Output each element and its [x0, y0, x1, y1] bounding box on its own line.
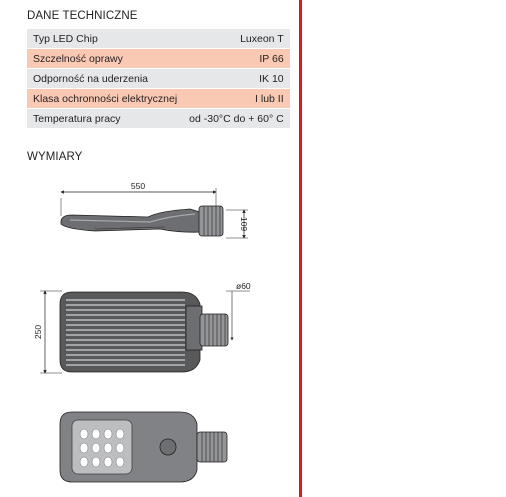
bottom-view-drawing — [59, 411, 228, 483]
width-label: 250 — [33, 325, 43, 339]
top-view-drawing: 250 ø60 — [33, 281, 251, 374]
spec-row: Typ LED Chip Luxeon T — [27, 29, 290, 49]
spec-label: Typ LED Chip — [27, 29, 184, 49]
spec-label: Klasa ochronności elektrycznej — [27, 88, 184, 109]
side-view-drawing: 550 109 — [60, 181, 249, 239]
diameter-label: ø60 — [236, 281, 251, 291]
spec-row: Szczelność oprawy IP 66 — [27, 48, 290, 69]
spec-row: Klasa ochronności elektrycznej I lub II — [27, 88, 290, 109]
spec-row: Odporność na uderzenia IK 10 — [27, 68, 290, 89]
spec-value: od -30°C do + 60° C — [183, 108, 290, 129]
spec-value: Luxeon T — [183, 29, 290, 49]
spec-label: Odporność na uderzenia — [27, 68, 184, 89]
red-divider-line — [299, 0, 302, 497]
section-heading-dimensions: WYMIARY — [27, 151, 83, 163]
spec-value: IK 10 — [183, 68, 290, 89]
side-height-label: 109 — [239, 217, 249, 231]
section-heading-technical-data: DANE TECHNICZNE — [27, 10, 138, 22]
spec-value: I lub II — [183, 88, 290, 109]
length-label: 550 — [131, 181, 145, 191]
technical-specs-table: Typ LED Chip Luxeon T Szczelność oprawy … — [27, 29, 290, 129]
spec-row: Temperatura pracy od -30°C do + 60° C — [27, 108, 290, 129]
spec-label: Szczelność oprawy — [27, 48, 184, 69]
spec-label: Temperatura pracy — [27, 108, 184, 129]
spec-value: IP 66 — [183, 48, 290, 69]
